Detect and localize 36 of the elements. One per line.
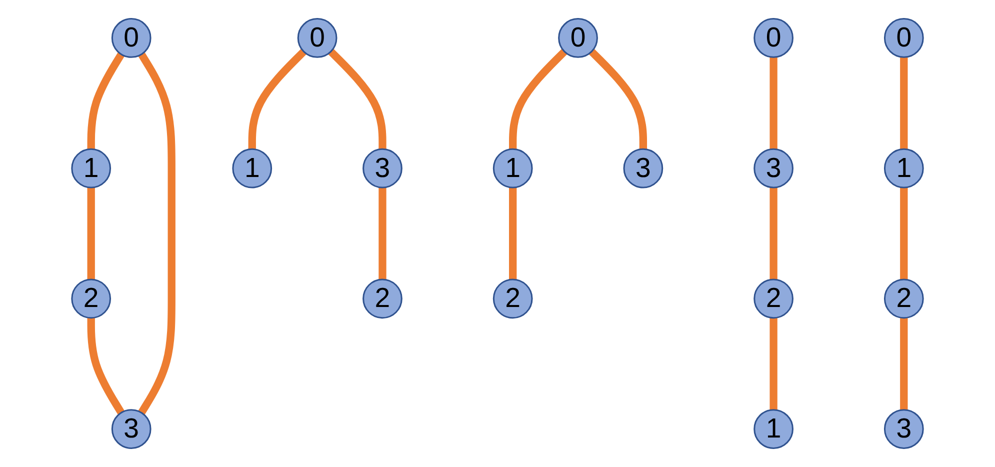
node-circle: 0 [297, 18, 338, 58]
connector [509, 48, 568, 150]
connector [588, 48, 648, 150]
node-circle: 1 [232, 148, 272, 188]
connector [248, 48, 306, 150]
node-circle: 3 [754, 148, 794, 188]
connector [770, 188, 778, 280]
node-circle: 0 [754, 18, 794, 58]
connector [900, 57, 908, 150]
node-circle: 2 [492, 278, 533, 319]
node-circle: 1 [71, 148, 112, 188]
node-circle: 3 [884, 409, 924, 449]
node-circle: 2 [884, 278, 924, 319]
node-circle: 1 [884, 148, 924, 188]
connector [378, 188, 386, 280]
node-circle: 2 [754, 278, 794, 319]
node-circle: 0 [558, 18, 598, 58]
connector [87, 318, 125, 415]
connector [900, 188, 908, 280]
node-circle: 1 [492, 148, 533, 188]
node-circle: 0 [884, 18, 924, 58]
connector [509, 188, 517, 280]
node-circle: 3 [111, 409, 152, 449]
connector [900, 318, 908, 410]
connector [87, 52, 125, 150]
node-circle: 3 [362, 148, 402, 188]
node-circle: 1 [754, 409, 794, 449]
connector [138, 52, 176, 415]
connector [770, 318, 778, 410]
node-circle: 2 [71, 278, 112, 319]
node-circle: 2 [362, 278, 402, 319]
connector [770, 57, 778, 150]
connector [87, 188, 95, 280]
connector [328, 48, 386, 150]
node-circle: 3 [623, 148, 664, 188]
node-circle: 0 [111, 18, 152, 58]
